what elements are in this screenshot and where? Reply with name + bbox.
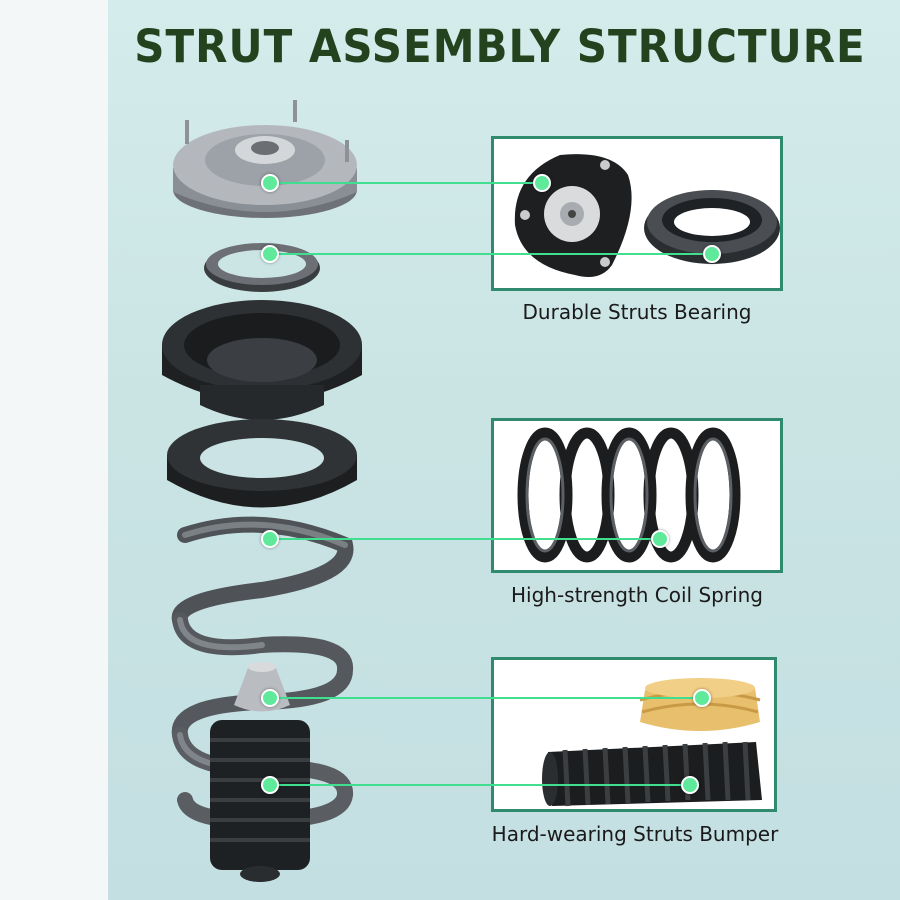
- left-margin: [0, 0, 108, 900]
- marker-dot: [693, 689, 711, 707]
- bearing-ring-icon: [644, 190, 780, 264]
- marker-dot: [261, 174, 279, 192]
- marker-dot: [261, 776, 279, 794]
- caption-spring: High-strength Coil Spring: [511, 583, 763, 607]
- marker-dot: [261, 245, 279, 263]
- coil-spring-icon: [517, 427, 741, 563]
- spring-isolator-icon: [167, 419, 357, 508]
- leader-line-ring: [270, 253, 710, 255]
- marker-dot: [261, 530, 279, 548]
- dust-boot-icon: [542, 741, 762, 807]
- marker-dot: [533, 174, 551, 192]
- marker-dot: [681, 776, 699, 794]
- marker-dot: [651, 530, 669, 548]
- caption-bearing: Durable Struts Bearing: [522, 300, 752, 324]
- leader-line-mount: [270, 182, 540, 184]
- leader-line-boot: [268, 784, 688, 786]
- page-title: STRUT ASSEMBLY STRUCTURE: [134, 20, 866, 73]
- caption-bumper: Hard-wearing Struts Bumper: [491, 822, 779, 846]
- spring-seat-icon: [162, 300, 362, 420]
- marker-dot: [261, 689, 279, 707]
- marker-dot: [703, 245, 721, 263]
- dust-boot-icon: [210, 720, 310, 882]
- leader-line-spring: [268, 538, 658, 540]
- leader-line-bumpstop: [268, 697, 700, 699]
